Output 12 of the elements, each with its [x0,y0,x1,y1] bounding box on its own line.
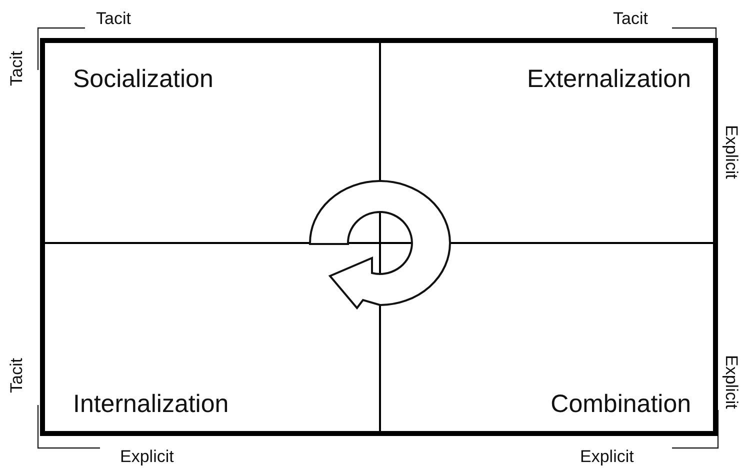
quadrant-title: Internalization [73,390,229,419]
quadrant-title: Socialization [73,65,214,94]
axis-label: Tacit [8,51,25,86]
axis-label: Explicit [580,448,634,465]
quadrant-title: Externalization [527,65,691,94]
axis-label: Explicit [723,125,740,179]
axis-label: Explicit [723,355,740,409]
axis-label: Explicit [120,448,174,465]
axis-label: Tacit [8,358,25,393]
axis-label: Tacit [96,10,131,27]
quadrant-title: Combination [550,390,691,419]
axis-label: Tacit [613,10,648,27]
